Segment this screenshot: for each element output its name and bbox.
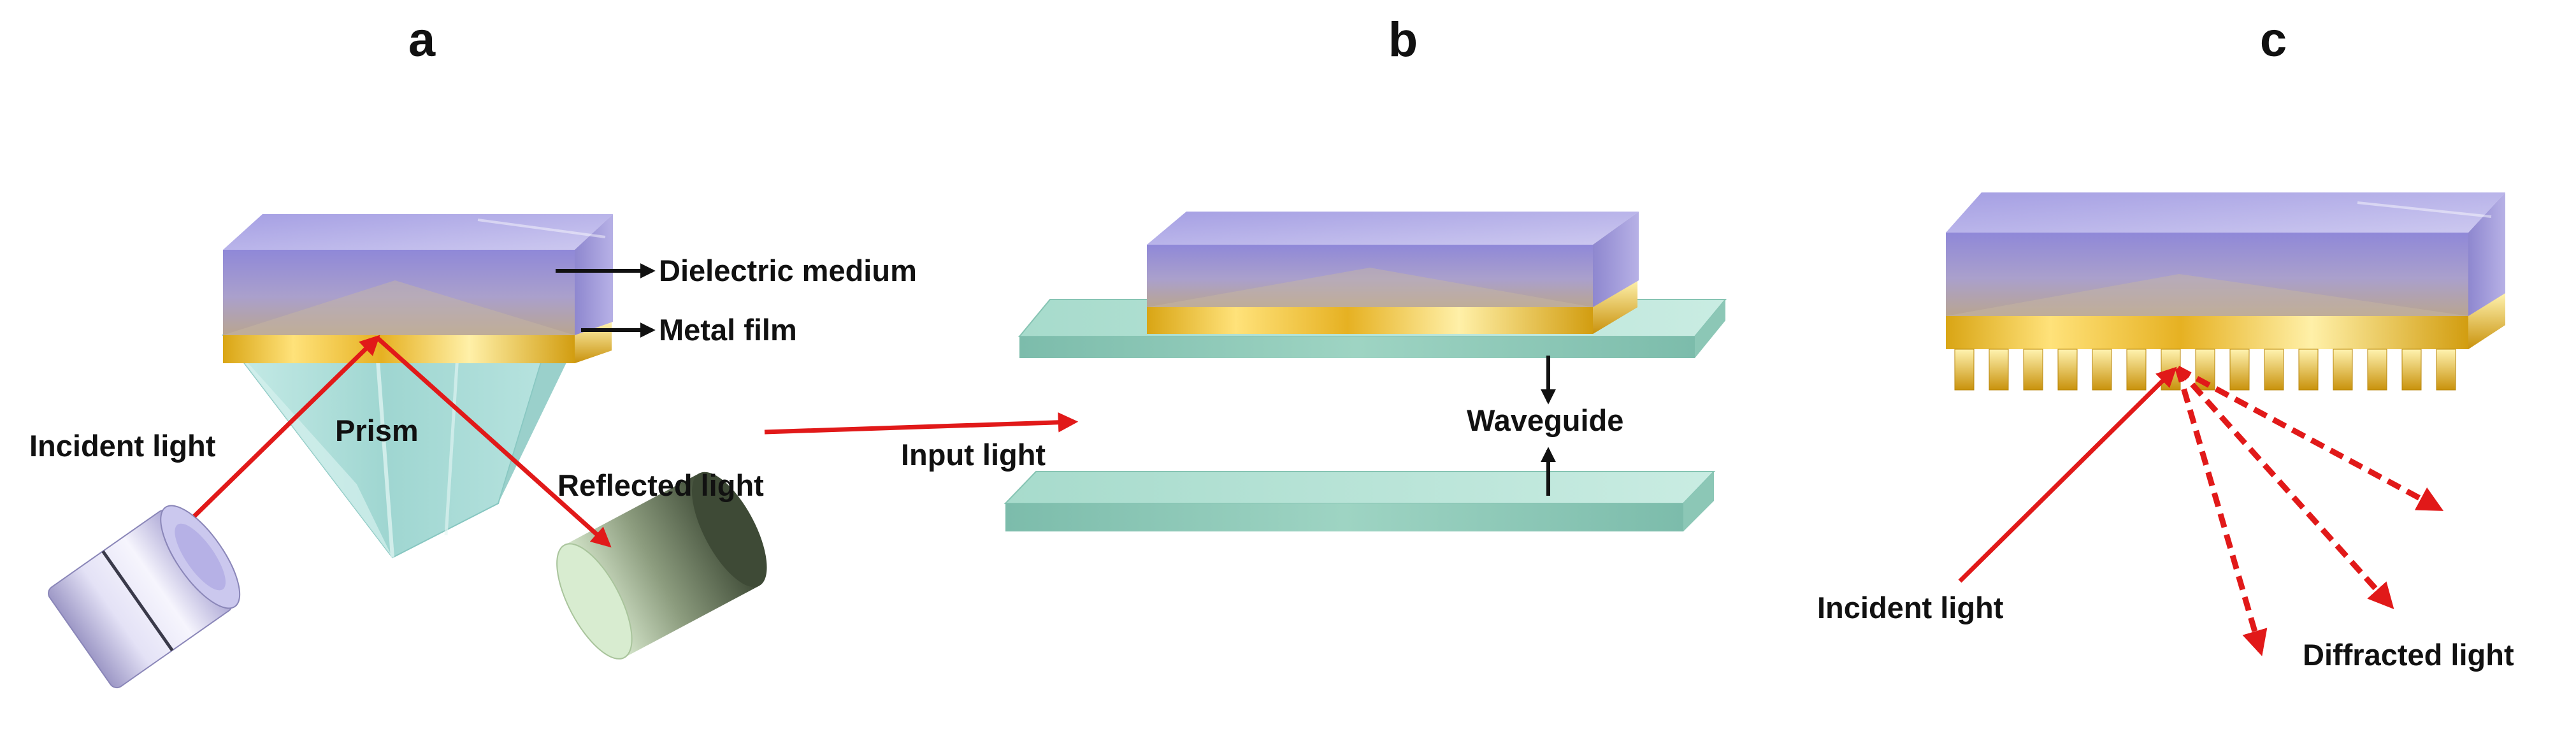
grating-tooth xyxy=(2057,349,2078,391)
metal-film-label: Metal film xyxy=(659,313,797,347)
grating-tooth xyxy=(2229,349,2250,391)
dielectric-block-b xyxy=(1147,212,1639,307)
dielectric-block-a xyxy=(223,214,613,335)
input-light-label: Input light xyxy=(901,438,1046,472)
grating-tooth xyxy=(1989,349,2009,391)
panel-b-letter: b xyxy=(1388,13,1418,67)
incident-light-label-a: Incident light xyxy=(29,429,216,463)
diffracted-ray-2 xyxy=(2175,366,2394,610)
diffracted-light-label: Diffracted light xyxy=(2303,638,2514,672)
prism-label: Prism xyxy=(335,414,419,447)
panel-a: a xyxy=(29,13,917,689)
grating-tooth xyxy=(2333,349,2353,391)
prism-shape xyxy=(221,322,586,559)
dielectric-block-c xyxy=(1946,192,2505,316)
panel-c: c Incident light Diffracted light xyxy=(1817,13,2514,672)
diffracted-rays xyxy=(2175,366,2444,656)
grating-tooth xyxy=(2436,349,2456,391)
light-source-a xyxy=(48,505,241,689)
dielectric-medium-label: Dielectric medium xyxy=(659,254,917,287)
panel-a-letter: a xyxy=(408,13,436,67)
grating-tooth xyxy=(2023,349,2043,391)
grating-tooth xyxy=(2264,349,2284,391)
input-light-ray xyxy=(764,412,1079,435)
grating-tooth xyxy=(2126,349,2147,391)
grating-tooth xyxy=(2401,349,2422,391)
grating-tooth xyxy=(2298,349,2319,391)
waveguide-label: Waveguide xyxy=(1467,403,1623,437)
incident-light-label-c: Incident light xyxy=(1817,591,2004,624)
diffracted-ray-3 xyxy=(2176,366,2444,511)
incident-ray-a xyxy=(192,335,380,518)
grating-tooth xyxy=(1954,349,1975,391)
metal-film-b xyxy=(1147,279,1637,334)
metal-grating xyxy=(1946,293,2505,391)
incident-ray-c xyxy=(1958,366,2177,583)
waveguide-bottom-slab xyxy=(1004,471,1716,531)
reflected-light-label: Reflected light xyxy=(558,468,764,502)
grating-teeth xyxy=(1954,349,2456,391)
light-path-a xyxy=(192,335,612,548)
grating-tooth xyxy=(2367,349,2387,391)
panel-b: b Input light xyxy=(764,13,1727,531)
reflected-ray-a xyxy=(375,336,612,548)
grating-tooth xyxy=(2092,349,2112,391)
detector-a xyxy=(556,472,767,660)
diffracted-ray-1 xyxy=(2175,367,2268,656)
panel-c-letter: c xyxy=(2260,13,2287,67)
